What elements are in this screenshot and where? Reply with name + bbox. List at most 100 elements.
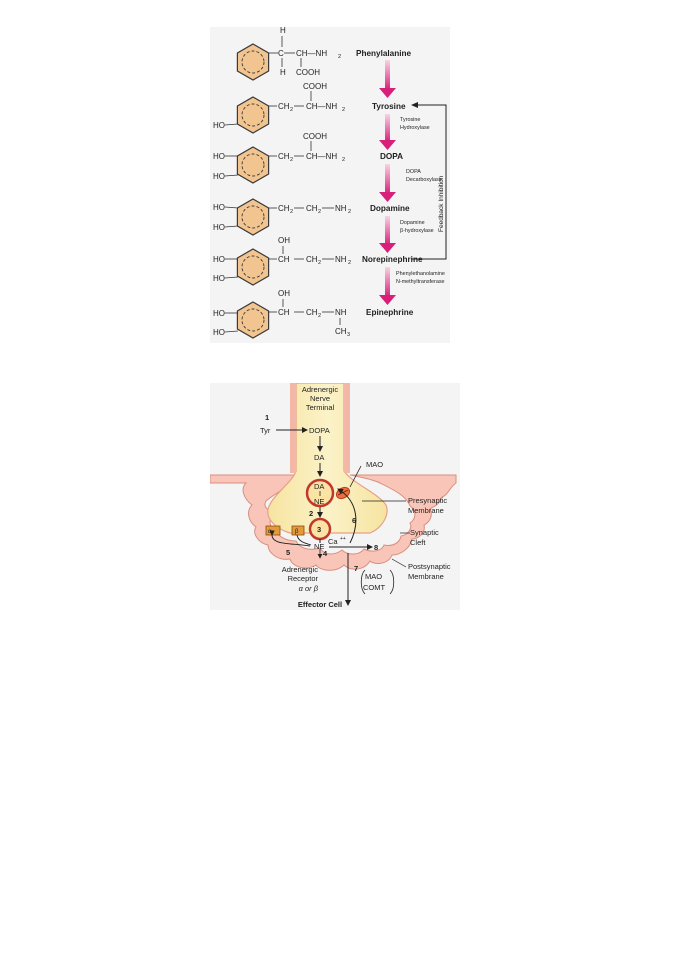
svg-text:HO: HO <box>213 274 225 283</box>
calcium-label: Ca <box>328 537 338 546</box>
compound-norepinephrine: Norepinephrine <box>362 255 423 264</box>
enzyme-pnmt-1: Phenylethanolamine <box>396 271 445 277</box>
norepinephrine-structure: HO HO CH CH 2 NH 2 OH <box>213 236 351 286</box>
svg-text:HO: HO <box>213 309 225 318</box>
tyrosine-formula: CH—NH <box>306 102 337 111</box>
terminal-label-1: Adrenergic <box>302 385 339 394</box>
svg-text:CH: CH <box>306 255 318 264</box>
compound-tyrosine: Tyrosine <box>372 102 406 111</box>
terminal-label-2: Nerve <box>310 394 330 403</box>
svg-text:CH: CH <box>306 204 318 213</box>
svg-text:CH: CH <box>306 308 318 317</box>
svg-text:HO: HO <box>213 121 225 130</box>
catecholamine-synthesis-diagram: H C CH—NH 2 H COOH Phenylalanine HO CH 2… <box>210 27 450 343</box>
svg-text:HO: HO <box>213 152 225 161</box>
tyrosine-structure: HO CH 2 CH—NH 2 COOH <box>213 82 345 134</box>
pathway-arrows <box>379 60 396 305</box>
svg-text:β: β <box>295 529 299 535</box>
svg-text:2: 2 <box>338 54 341 60</box>
tyrosine-cooh: COOH <box>303 82 327 91</box>
reuptake-arrow <box>337 488 357 544</box>
receptor-label-2: Receptor <box>288 574 319 583</box>
epinephrine-oh: OH <box>278 289 290 298</box>
metab-mao: MAO <box>365 572 382 581</box>
arrow-da-ne <box>379 216 396 253</box>
postsynaptic-label-2: Membrane <box>408 572 444 581</box>
released-ne: NE <box>314 542 324 551</box>
enzyme-dopa-decarboxylase-1: DOPA <box>406 169 421 175</box>
step-5: 5 <box>286 548 290 557</box>
step-1: 1 <box>265 413 269 422</box>
svg-text:CH: CH <box>278 152 290 161</box>
arrow-tyr-dopa <box>379 114 396 150</box>
receptor-label-3: α or β <box>299 584 319 593</box>
dopa-label: DOPA <box>309 426 330 435</box>
svg-text:2: 2 <box>290 209 293 215</box>
vesicle-da: DA <box>314 482 324 491</box>
tyr-label: Tyr <box>260 426 271 435</box>
feedback-inhibition-arrow <box>411 102 447 260</box>
compound-dopa: DOPA <box>380 152 403 161</box>
svg-text:CH: CH <box>278 308 290 317</box>
cleft-label-2: Cleft <box>410 538 426 547</box>
compound-dopamine: Dopamine <box>370 204 410 213</box>
presynaptic-label-2: Membrane <box>408 506 444 515</box>
metab-comt: COMT <box>363 583 385 592</box>
epinephrine-formula: NH <box>335 308 347 317</box>
effector-cell-label: Effector Cell <box>298 600 342 609</box>
svg-text:2: 2 <box>318 313 321 319</box>
enzyme-tyrosine-hydroxylase-2: Hydroxylase <box>400 125 430 131</box>
svg-text:2: 2 <box>290 157 293 163</box>
svg-text:2: 2 <box>342 157 345 163</box>
svg-text:CH: CH <box>278 102 290 111</box>
svg-text:2: 2 <box>290 107 293 113</box>
step-7: 7 <box>354 564 358 573</box>
svg-text:CH: CH <box>278 255 290 264</box>
receptor-label-1: Adrenergic <box>282 565 319 574</box>
svg-text:HO: HO <box>213 328 225 337</box>
feedback-inhibition-label: Feedback Inhibition <box>438 175 445 232</box>
svg-text:++: ++ <box>340 536 346 542</box>
dopa-cooh: COOH <box>303 132 327 141</box>
svg-text:2: 2 <box>342 107 345 113</box>
step-4: 4 <box>323 549 328 558</box>
svg-text:2: 2 <box>318 260 321 266</box>
enzyme-dopa-decarboxylase-2: Decarboxylase <box>406 177 442 183</box>
nerve-terminal <box>267 383 388 534</box>
epinephrine-structure: HO HO CH CH 2 NH OH CH 3 <box>213 289 350 339</box>
arrow-dopa-da <box>379 164 396 202</box>
enzyme-dbh-2: β-hydroxylase <box>400 228 434 234</box>
svg-text:CH: CH <box>278 204 290 213</box>
phenylalanine-cooh: COOH <box>296 68 320 77</box>
norepinephrine-oh: OH <box>278 236 290 245</box>
terminal-label-3: Terminal <box>306 403 335 412</box>
mao-label: MAO <box>366 460 383 469</box>
enzyme-dbh-1: Dopamine <box>400 220 425 226</box>
svg-text:2: 2 <box>318 209 321 215</box>
dopamine-structure: HO HO CH 2 CH 2 NH 2 <box>213 198 351 236</box>
svg-text:2: 2 <box>348 209 351 215</box>
step-8: 8 <box>374 543 378 552</box>
svg-text:HO: HO <box>213 172 225 181</box>
dopa-structure: HO HO CH 2 CH—NH 2 COOH <box>213 132 345 184</box>
step-2: 2 <box>309 509 313 518</box>
compound-epinephrine: Epinephrine <box>366 308 414 317</box>
svg-text:α₂: α₂ <box>268 529 274 535</box>
phenylalanine-structure: H C CH—NH 2 H COOH <box>236 27 341 81</box>
phenylalanine-upper-h: H <box>280 27 286 35</box>
arrow-phe-tyr <box>379 60 396 98</box>
norepinephrine-formula: NH <box>335 255 347 264</box>
step-3: 3 <box>317 525 321 534</box>
enzyme-tyrosine-hydroxylase-1: Tyrosine <box>400 117 420 123</box>
enzyme-pnmt-2: N-methyltransferase <box>396 279 445 285</box>
dopa-formula: CH—NH <box>306 152 337 161</box>
phenylalanine-lower-h: H <box>280 68 286 77</box>
svg-text:HO: HO <box>213 255 225 264</box>
phenylalanine-formula: CH—NH <box>296 49 327 58</box>
cleft-label-1: Synaptic <box>410 528 439 537</box>
vesicle-ne: NE <box>314 497 324 506</box>
svg-text:HO: HO <box>213 223 225 232</box>
svg-text:2: 2 <box>348 260 351 266</box>
da-label: DA <box>314 453 324 462</box>
step-6: 6 <box>352 516 356 525</box>
